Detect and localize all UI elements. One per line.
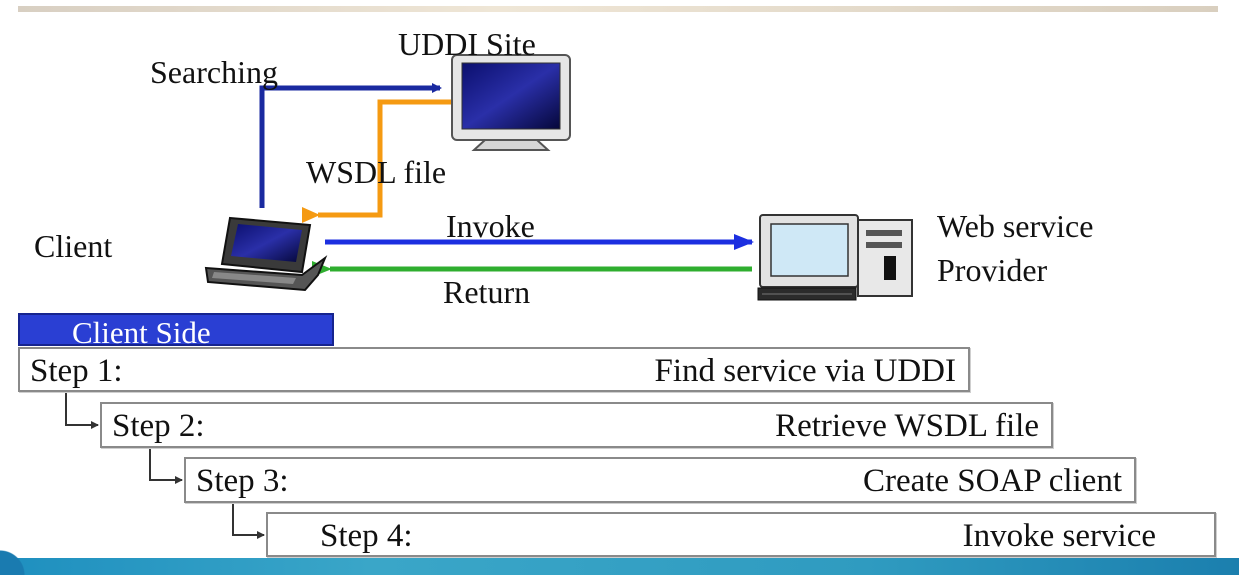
uddi-site-label: UDDI Site [398,26,536,62]
step-2-box: Step 2: Retrieve WSDL file [100,402,1053,448]
bottom-decor-bar [0,558,1239,575]
invoke-label: Invoke [446,208,535,244]
client-side-header: Client Side [18,313,334,350]
step-2-action: Retrieve WSDL file [775,408,1039,444]
step-4-box: Step 4: Invoke service [266,512,1216,557]
corner-decor [0,538,26,575]
top-decor-bar [18,6,1218,12]
step-1-action: Find service via UDDI [654,353,956,389]
step-2-label: Step 2: [112,408,205,444]
client-laptop-icon [204,216,328,292]
step-3-action: Create SOAP client [862,463,1122,499]
client-label: Client [34,228,113,264]
wsdl-file-label: WSDL file [306,154,447,190]
step-connector-3-4 [232,503,265,539]
step-3-label: Step 3: [196,463,289,499]
step-connector-2-3 [149,448,183,484]
uddi-monitor-icon [451,54,571,151]
wsdl-arrow [302,99,462,223]
provider-computer-icon [757,214,913,301]
step-4-label: Step 4: [320,518,413,554]
searching-arrow [259,83,442,208]
return-label: Return [443,274,531,310]
step-1-label: Step 1: [30,353,123,389]
provider-label-line2: Provider [937,252,1048,288]
client-side-header-text: Client Side [72,315,211,350]
step-4-action: Invoke service [962,518,1156,554]
searching-label: Searching [150,54,278,90]
provider-label-line1: Web service [937,208,1094,244]
step-3-box: Step 3: Create SOAP client [184,457,1136,503]
step-connector-1-2 [65,392,99,429]
step-1-box: Step 1: Find service via UDDI [18,347,970,392]
